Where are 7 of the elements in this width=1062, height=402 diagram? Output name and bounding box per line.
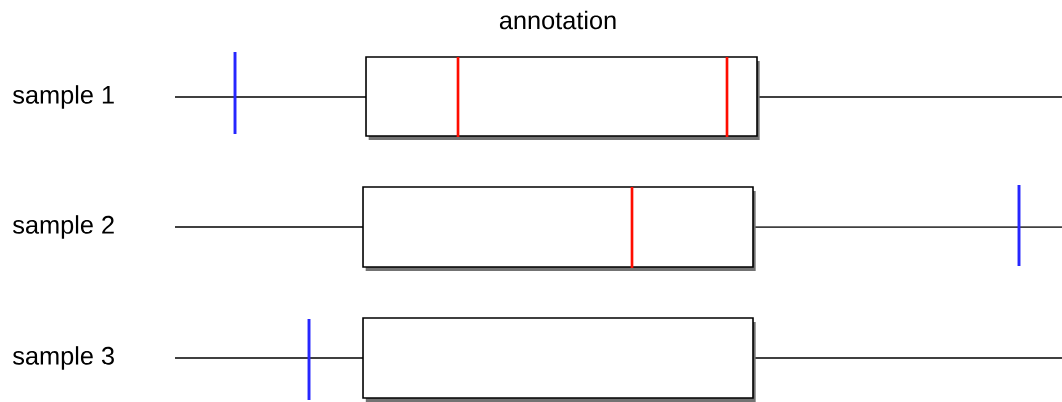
row-label: sample 2 bbox=[13, 215, 114, 239]
row-label: sample 3 bbox=[13, 346, 114, 370]
annotation-box bbox=[365, 56, 760, 140]
row-label: sample 1 bbox=[13, 85, 114, 109]
annotation-box bbox=[362, 317, 756, 402]
annotation-box bbox=[362, 186, 756, 271]
title: annotation bbox=[499, 10, 616, 30]
